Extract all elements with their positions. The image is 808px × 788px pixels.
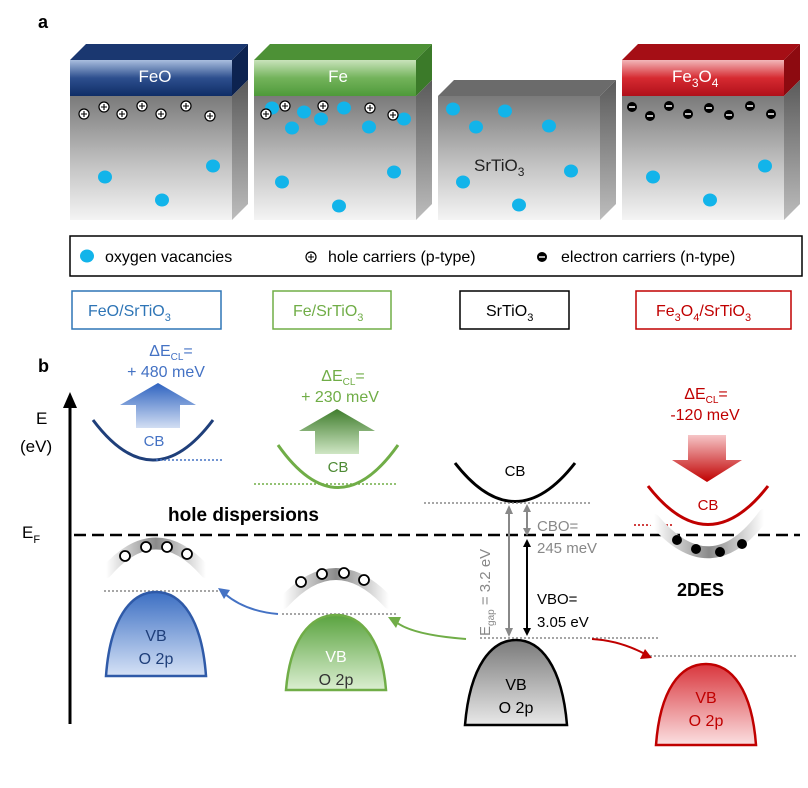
vb-fe3o4 xyxy=(654,662,758,747)
block-fe: Fe xyxy=(254,44,432,220)
cb-label-srtio3: CB xyxy=(505,463,526,480)
column-feo: ΔECL= + 480 meV CB VB O 2p xyxy=(91,343,222,678)
block-fe-label: Fe xyxy=(328,67,348,86)
material-box-srtio3: SrTiO3 xyxy=(459,290,570,330)
shift-feo-value: + 480 meV xyxy=(127,364,205,381)
srtio3-inner-label: SrTiO3 xyxy=(474,156,525,179)
hole-dispersion-feo xyxy=(100,537,212,578)
vb-label-fe3o4: VB xyxy=(695,690,716,707)
vbo-label: VBO= xyxy=(537,591,578,608)
up-arrow-icon xyxy=(120,383,196,428)
column-fe: ΔECL= + 230 meV CB VB O 2p xyxy=(254,368,400,692)
svg-text:SrTiO3: SrTiO3 xyxy=(486,303,533,324)
shift-fe3o4-label: ΔECL= xyxy=(684,386,728,406)
gap-label: Egap = 3.2 eV xyxy=(477,549,497,636)
connecting-arrows xyxy=(218,588,652,659)
shift-feo-label: ΔECL= xyxy=(149,343,193,363)
legend-vacancies: oxygen vacancies xyxy=(105,249,232,266)
column-srtio3: CB VB O 2p Egap = 3.2 eV CBO= 245 meV VB… xyxy=(424,462,660,727)
oxygen-vacancies xyxy=(98,101,772,213)
vacancy-legend-icon xyxy=(80,249,94,263)
cb-label-fe: CB xyxy=(328,459,349,476)
cbo-label: CBO= xyxy=(537,518,579,535)
shift-fe-value: + 230 meV xyxy=(301,389,379,406)
material-box-fe3o4: Fe3O4/SrTiO3 xyxy=(635,290,792,330)
material-box-fe: Fe/SrTiO3 xyxy=(272,290,392,330)
column-fe3o4: ΔECL= -120 meV CB 2DES VB O 2p xyxy=(634,386,796,747)
o2p-label-srtio3: O 2p xyxy=(499,700,534,717)
2des-band xyxy=(648,509,770,559)
svg-text:FeO/SrTiO3: FeO/SrTiO3 xyxy=(88,303,171,324)
block-srtio3: SrTiO3 xyxy=(438,80,616,220)
fermi-label: EF xyxy=(22,523,40,546)
vb-feo xyxy=(104,590,208,678)
vb-fe xyxy=(284,613,388,692)
down-arrow-icon xyxy=(672,435,742,482)
o2p-label-fe: O 2p xyxy=(319,672,354,689)
vb-label-fe: VB xyxy=(325,649,346,666)
shift-fe-label: ΔECL= xyxy=(321,368,365,388)
vb-srtio3 xyxy=(463,638,569,727)
shift-fe3o4-value: -120 meV xyxy=(670,407,740,424)
svg-text:Fe/SrTiO3: Fe/SrTiO3 xyxy=(293,303,363,324)
cb-curve-srtio3 xyxy=(453,462,577,503)
hole-dispersions-label: hole dispersions xyxy=(168,505,319,526)
vbo-value: 3.05 eV xyxy=(537,614,589,631)
vb-label-feo: VB xyxy=(145,628,166,645)
block-feo-label: FeO xyxy=(138,67,171,86)
svg-text:Fe3O4/SrTiO3: Fe3O4/SrTiO3 xyxy=(656,303,751,324)
hole-dispersion-fe xyxy=(277,568,395,609)
axis-e-label: E xyxy=(36,409,47,428)
up-arrow-icon xyxy=(299,409,375,454)
block-fe3o4-label: Fe3O4 xyxy=(672,67,719,90)
legend: oxygen vacancies hole carriers (p-type) … xyxy=(69,235,803,277)
vb-label-srtio3: VB xyxy=(505,677,526,694)
material-box-feo: FeO/SrTiO3 xyxy=(71,290,222,330)
block-feo: FeO xyxy=(70,44,248,220)
electron-carriers xyxy=(627,101,776,121)
legend-electrons: electron carriers (n-type) xyxy=(561,249,735,266)
cb-curve-feo xyxy=(91,419,215,462)
cb-label-feo: CB xyxy=(144,433,165,450)
cbo-value: 245 meV xyxy=(537,540,597,557)
cb-label-fe3o4: CB xyxy=(698,497,719,514)
panel-b-label: b xyxy=(38,356,49,376)
panel-a-label: a xyxy=(38,12,49,32)
axis-unit-label: (eV) xyxy=(20,437,52,456)
cb-curve-fe xyxy=(276,444,400,489)
2des-label: 2DES xyxy=(677,580,724,600)
cb-curve-fe3o4 xyxy=(646,485,770,526)
legend-holes: hole carriers (p-type) xyxy=(328,249,476,266)
hole-plus-signs xyxy=(81,103,396,119)
o2p-label-feo: O 2p xyxy=(139,651,174,668)
o2p-label-fe3o4: O 2p xyxy=(689,713,724,730)
